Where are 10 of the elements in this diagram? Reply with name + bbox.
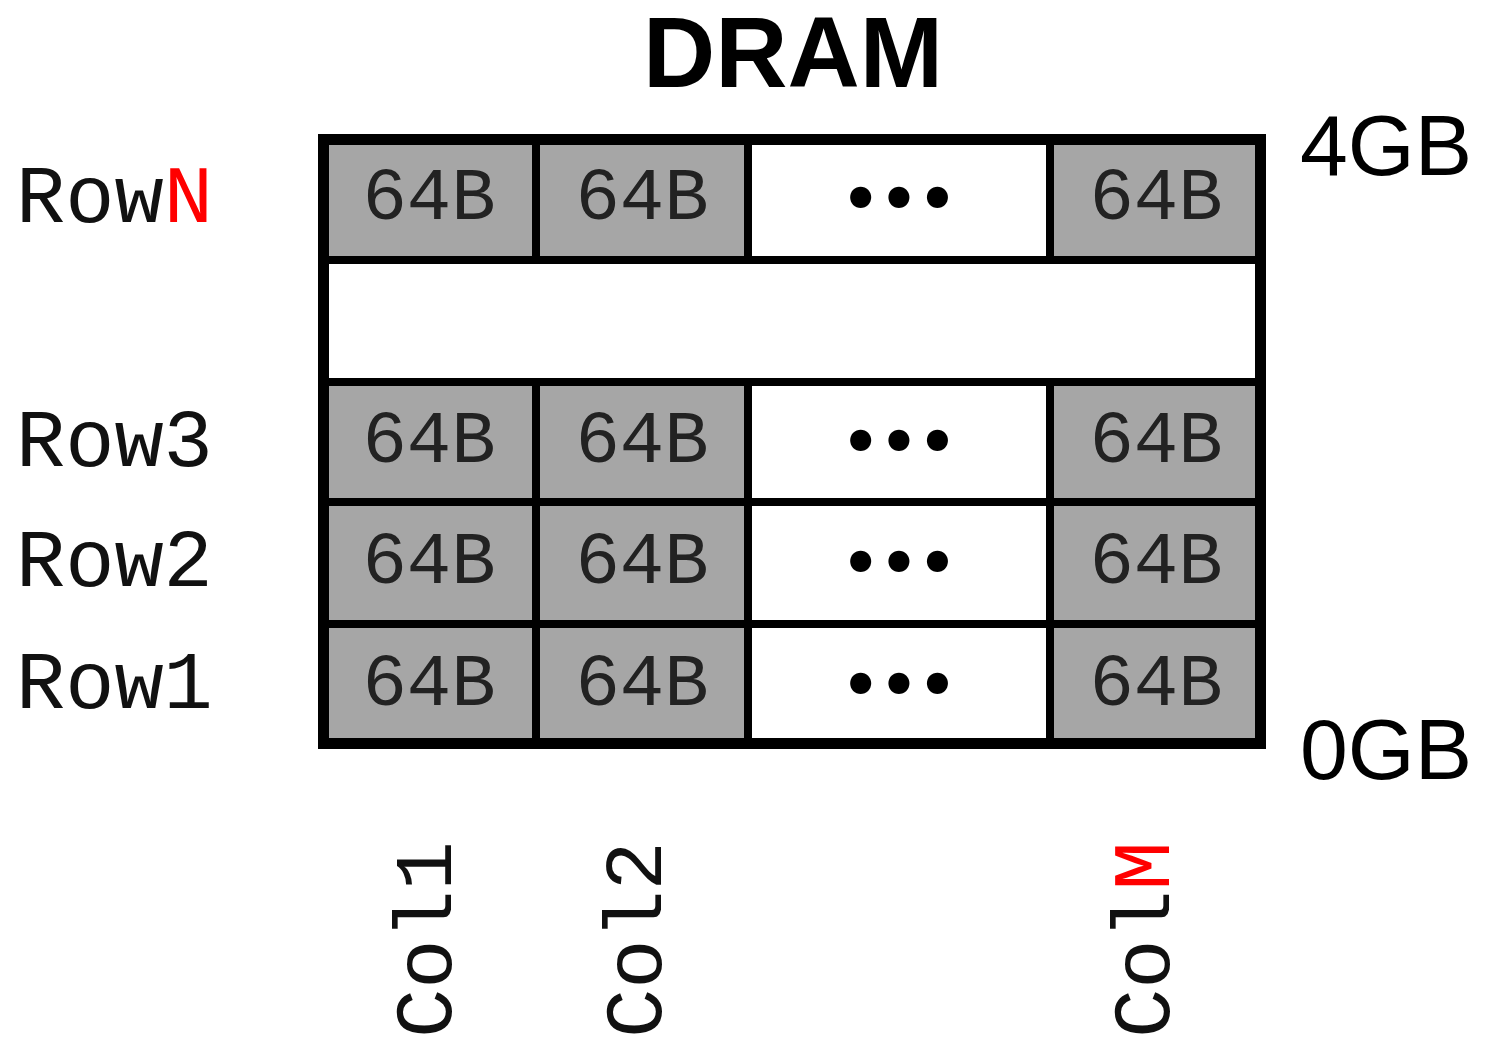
row-label: RowN [16, 160, 213, 242]
column-label: Col2 [599, 841, 681, 1038]
row-label: Row2 [16, 524, 213, 606]
title: DRAM [642, 0, 944, 105]
row-label: Row3 [16, 404, 213, 486]
column-label: ColM [1107, 841, 1189, 1038]
row-label: Row1 [16, 646, 213, 728]
address-label: 4GB [1300, 102, 1473, 188]
address-label: 0GB [1300, 706, 1473, 792]
column-label: Col1 [389, 841, 471, 1038]
